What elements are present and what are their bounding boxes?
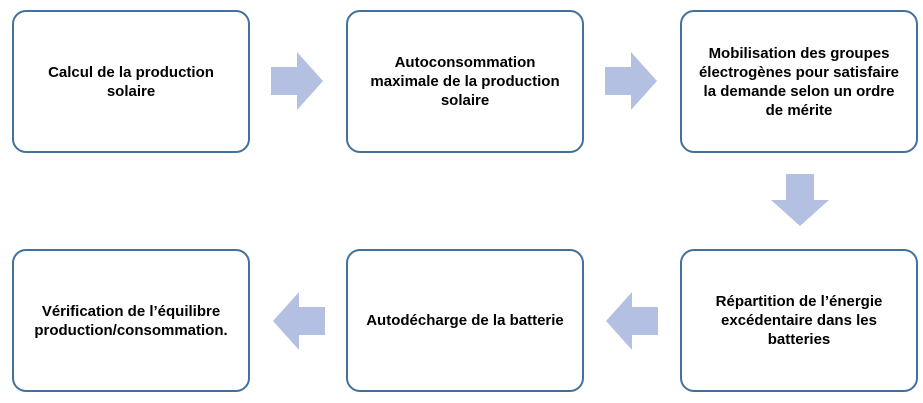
step-label: Calcul de la production solaire: [48, 63, 214, 100]
step-box-mobilisation-groupes: Mobilisation des groupes électrogènes po…: [680, 10, 918, 153]
step-box-verification-equilibre: Vérification de l’équilibre production/c…: [12, 249, 250, 392]
arrow-right-icon: [605, 52, 657, 110]
step-box-autodecharge-batterie: Autodécharge de la batterie: [346, 249, 584, 392]
step-label: Autodécharge de la batterie: [366, 312, 564, 329]
step-label: Mobilisation des groupes électrogènes po…: [698, 44, 900, 119]
arrow-left-icon: [273, 292, 325, 350]
step-box-autoconsommation: Autoconsommation maximale de la producti…: [346, 10, 584, 153]
step-label: Autoconsommation maximale de la producti…: [370, 54, 560, 109]
step-label: Vérification de l’équilibre production/c…: [34, 302, 228, 339]
step-box-calcul-production-solaire: Calcul de la production solaire: [12, 10, 250, 153]
arrow-down-icon: [771, 174, 829, 226]
step-label: Répartition de l’énergie excédentaire da…: [715, 293, 883, 348]
arrow-right-icon: [271, 52, 323, 110]
arrow-left-icon: [606, 292, 658, 350]
step-box-repartition-energie: Répartition de l’énergie excédentaire da…: [680, 249, 918, 392]
